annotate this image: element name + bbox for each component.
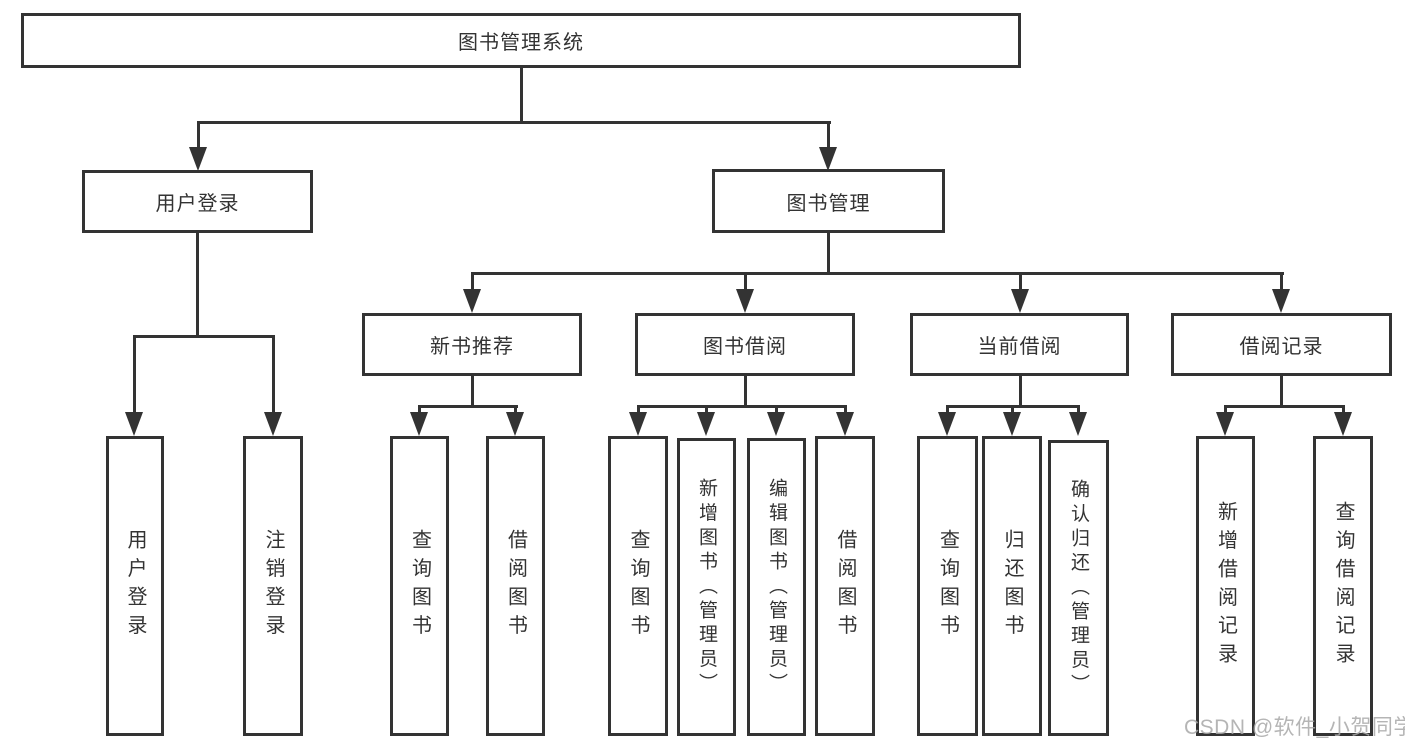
arrow-down-icon bbox=[189, 147, 207, 171]
leaf-label: 查询图书 bbox=[408, 529, 431, 643]
connector-line bbox=[520, 68, 523, 121]
leaf-label: 确认归还（管理员） bbox=[1068, 478, 1089, 698]
connector-line bbox=[1011, 405, 1014, 414]
connector-line bbox=[827, 121, 830, 150]
arrow-down-icon bbox=[1334, 412, 1352, 436]
arrow-down-icon bbox=[1216, 412, 1234, 436]
connector-line bbox=[844, 405, 847, 414]
leaf-label: 查询图书 bbox=[627, 529, 649, 643]
node-label: 当前借阅 bbox=[977, 336, 1062, 358]
node-borrowing-records: 借阅记录 bbox=[1171, 313, 1392, 376]
connector-line bbox=[637, 405, 640, 414]
connector-line bbox=[744, 272, 747, 292]
node-label: 图书管理系统 bbox=[458, 32, 584, 54]
arrow-down-icon bbox=[697, 412, 715, 436]
node-label: 用户登录 bbox=[155, 193, 240, 215]
node-library-management-system: 图书管理系统 bbox=[21, 13, 1021, 68]
leaf-logout: 注销登录 bbox=[243, 436, 303, 736]
connector-line bbox=[1077, 405, 1080, 414]
connector-line bbox=[133, 335, 275, 338]
connector-line bbox=[946, 405, 949, 414]
connector-line bbox=[418, 405, 421, 414]
leaf-label: 新增借阅记录 bbox=[1214, 500, 1237, 672]
arrow-down-icon bbox=[819, 147, 837, 171]
leaf-label: 查询借阅记录 bbox=[1332, 500, 1354, 672]
watermark: CSDN @软件_小贺同学 bbox=[1184, 716, 1405, 739]
leaf-query-books: 查询图书 bbox=[917, 436, 978, 736]
arrow-down-icon bbox=[506, 412, 524, 436]
leaf-label: 归还图书 bbox=[1001, 529, 1023, 643]
connector-line bbox=[197, 121, 831, 124]
connector-line bbox=[705, 405, 708, 414]
connector-line bbox=[272, 335, 275, 414]
arrow-down-icon bbox=[463, 289, 481, 313]
connector-line bbox=[1224, 405, 1345, 408]
leaf-borrow-books: 借阅图书 bbox=[486, 436, 545, 736]
connector-line bbox=[1019, 272, 1022, 292]
arrow-down-icon bbox=[1011, 289, 1029, 313]
leaf-add-book-admin: 新增图书（管理员） bbox=[677, 438, 736, 736]
arrow-down-icon bbox=[767, 412, 785, 436]
connector-line bbox=[637, 405, 846, 408]
connector-line bbox=[471, 272, 1284, 275]
connector-line bbox=[471, 272, 474, 292]
leaf-label: 注销登录 bbox=[262, 529, 284, 643]
arrow-down-icon bbox=[410, 412, 428, 436]
node-label: 借阅记录 bbox=[1239, 336, 1324, 358]
arrow-down-icon bbox=[1069, 412, 1087, 436]
leaf-label: 借阅图书 bbox=[834, 529, 856, 643]
node-label: 图书借阅 bbox=[703, 336, 787, 358]
arrow-down-icon bbox=[1003, 412, 1021, 436]
leaf-borrow-books: 借阅图书 bbox=[815, 436, 875, 736]
connector-line bbox=[418, 405, 518, 408]
leaf-edit-book-admin: 编辑图书（管理员） bbox=[747, 438, 806, 736]
leaf-user-login: 用户登录 bbox=[106, 436, 164, 736]
connector-line bbox=[1224, 405, 1227, 414]
connector-line bbox=[197, 121, 200, 150]
leaf-return-books: 归还图书 bbox=[982, 436, 1042, 736]
node-label: 图书管理 bbox=[786, 192, 871, 215]
arrow-down-icon bbox=[629, 412, 647, 436]
connector-line bbox=[744, 376, 747, 405]
arrow-down-icon bbox=[938, 412, 956, 436]
connector-line bbox=[196, 233, 199, 335]
arrow-down-icon bbox=[264, 412, 282, 436]
arrow-down-icon bbox=[1272, 289, 1290, 313]
connector-line bbox=[1342, 405, 1345, 414]
node-book-borrowing: 图书借阅 bbox=[635, 313, 855, 376]
node-label: 新书推荐 bbox=[430, 336, 514, 358]
connector-line bbox=[775, 405, 778, 414]
leaf-label: 查询图书 bbox=[936, 529, 959, 643]
leaf-label: 编辑图书（管理员） bbox=[766, 477, 787, 697]
leaf-label: 借阅图书 bbox=[504, 529, 527, 643]
connector-line bbox=[133, 335, 136, 414]
connector-line bbox=[471, 376, 474, 405]
leaf-label: 用户登录 bbox=[124, 529, 146, 643]
leaf-query-books: 查询图书 bbox=[608, 436, 668, 736]
arrow-down-icon bbox=[125, 412, 143, 436]
node-current-borrowing: 当前借阅 bbox=[910, 313, 1129, 376]
leaf-query-borrow-record: 查询借阅记录 bbox=[1313, 436, 1373, 736]
node-user-login: 用户登录 bbox=[82, 170, 313, 233]
leaf-query-books: 查询图书 bbox=[390, 436, 449, 736]
connector-line bbox=[1280, 272, 1283, 292]
connector-line bbox=[827, 233, 830, 274]
leaf-confirm-return-admin: 确认归还（管理员） bbox=[1048, 440, 1109, 736]
leaf-add-borrow-record: 新增借阅记录 bbox=[1196, 436, 1255, 736]
node-new-book-recommendation: 新书推荐 bbox=[362, 313, 582, 376]
connector-line bbox=[514, 405, 517, 414]
arrow-down-icon bbox=[736, 289, 754, 313]
leaf-label: 新增图书（管理员） bbox=[696, 477, 717, 697]
connector-line bbox=[1280, 376, 1283, 405]
connector-line bbox=[1019, 376, 1022, 405]
arrow-down-icon bbox=[836, 412, 854, 436]
node-book-management: 图书管理 bbox=[712, 169, 945, 233]
